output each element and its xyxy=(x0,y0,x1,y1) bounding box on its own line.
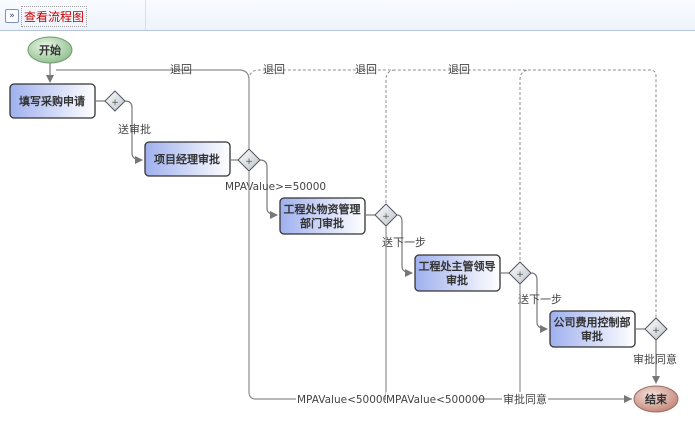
task-label-1: 填写采购申请 xyxy=(19,94,85,108)
return-label-4: 退回 xyxy=(448,63,470,76)
task-node-2[interactable] xyxy=(144,141,231,177)
return-label-2: 退回 xyxy=(263,63,285,76)
start-label: 开始 xyxy=(39,43,61,57)
task-label-4a: 工程处主管领导 xyxy=(419,259,496,273)
gateway-1-icon: + xyxy=(111,98,119,108)
approve-label-bottom: 审批同意 xyxy=(503,392,547,406)
condition-ge-label: MPAValue>=50000 xyxy=(225,181,326,193)
flow-gw2-end xyxy=(248,171,632,400)
gateway-1[interactable] xyxy=(104,90,126,112)
flow-gw2-task3 xyxy=(259,159,278,219)
gateway-5-icon: + xyxy=(652,326,660,336)
task-label-4b: 审批 xyxy=(446,273,468,287)
header-divider xyxy=(145,0,146,30)
flow-gw4-task5 xyxy=(530,272,548,333)
condition-lt-label-2: MPAValue<500000 xyxy=(386,394,485,406)
panel-title[interactable]: 查看流程图 xyxy=(21,6,88,27)
gateway-3-icon: + xyxy=(382,212,390,222)
next-step-label-1: 送下一步 xyxy=(382,235,426,249)
return-label-1: 退回 xyxy=(170,63,192,76)
condition-lt-label-1: MPAValue<50000 xyxy=(297,394,389,406)
task-label-2: 项目经理审批 xyxy=(154,152,220,166)
return-flow-main xyxy=(56,69,250,160)
task-node-3[interactable] xyxy=(279,197,366,235)
flowchart-canvas: 退回 退回 退回 退回 开始 填写采购申请 + 送审批 项目经理审批 + MPA… xyxy=(0,31,695,430)
task-label-5a: 公司费用控制部 xyxy=(554,315,631,329)
gateway-2-icon: + xyxy=(245,157,253,167)
task-label-3b: 部门审批 xyxy=(300,216,344,230)
approve-label-right: 审批同意 xyxy=(633,352,677,366)
collapse-icon[interactable]: » xyxy=(5,9,19,23)
gateway-4-icon: + xyxy=(516,270,524,280)
return-flows xyxy=(248,69,657,318)
flowchart-svg: 退回 退回 退回 退回 开始 填写采购申请 + 送审批 项目经理审批 + MPA… xyxy=(9,36,679,413)
flow-gw1-task2 xyxy=(124,100,143,164)
panel-header: » 查看流程图 xyxy=(0,0,695,31)
flow-gw3-task4 xyxy=(396,214,413,277)
task-label-5b: 审批 xyxy=(581,329,603,343)
submit-label: 送审批 xyxy=(118,122,151,136)
end-node[interactable] xyxy=(633,385,679,413)
task-label-3a: 工程处物资管理 xyxy=(284,202,361,216)
end-label: 结束 xyxy=(644,392,668,406)
next-step-label-2: 送下一步 xyxy=(518,292,562,306)
return-label-3: 退回 xyxy=(355,63,377,76)
